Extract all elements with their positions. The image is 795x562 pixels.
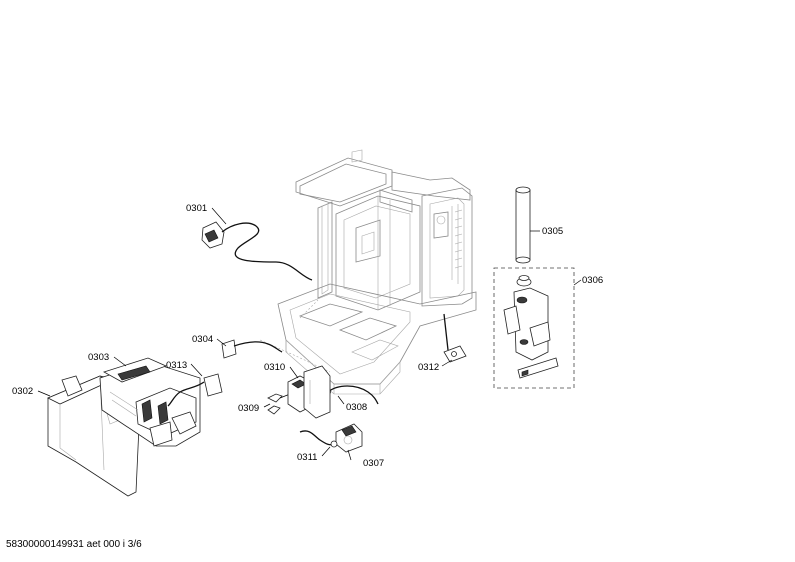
label-0303: 0303 xyxy=(88,352,109,363)
label-0307: 0307 xyxy=(363,458,384,469)
label-0304: 0304 xyxy=(192,334,213,345)
label-0308: 0308 xyxy=(346,402,367,413)
label-0311: 0311 xyxy=(297,452,317,463)
electronics-module-part xyxy=(99,357,201,447)
bracket-0312-part xyxy=(443,313,467,363)
cable-0311-part xyxy=(299,430,338,448)
document-footer-code: 58300000149931 aet 000 i 3/6 xyxy=(6,539,142,550)
part-labels: 0301 0302 0303 0304 0305 0306 0307 0308 … xyxy=(12,203,603,469)
label-0302: 0302 xyxy=(12,386,33,397)
label-0306: 0306 xyxy=(582,275,603,286)
power-cord-part xyxy=(201,221,313,281)
sensor-part xyxy=(167,373,223,407)
label-0313: 0313 xyxy=(166,360,187,371)
leader-lines xyxy=(37,207,582,461)
pump-part xyxy=(335,423,363,453)
label-0309: 0309 xyxy=(238,403,259,414)
connector-cable-part xyxy=(221,339,283,359)
label-0310: 0310 xyxy=(264,362,285,373)
valve-assembly-part xyxy=(493,267,575,389)
label-0312: 0312 xyxy=(418,362,439,373)
chassis-frame xyxy=(259,149,477,395)
tube-part xyxy=(515,186,531,264)
label-0305: 0305 xyxy=(542,226,563,237)
label-0301: 0301 xyxy=(186,203,207,214)
screw-part xyxy=(267,393,291,415)
bracket-part xyxy=(287,365,331,419)
